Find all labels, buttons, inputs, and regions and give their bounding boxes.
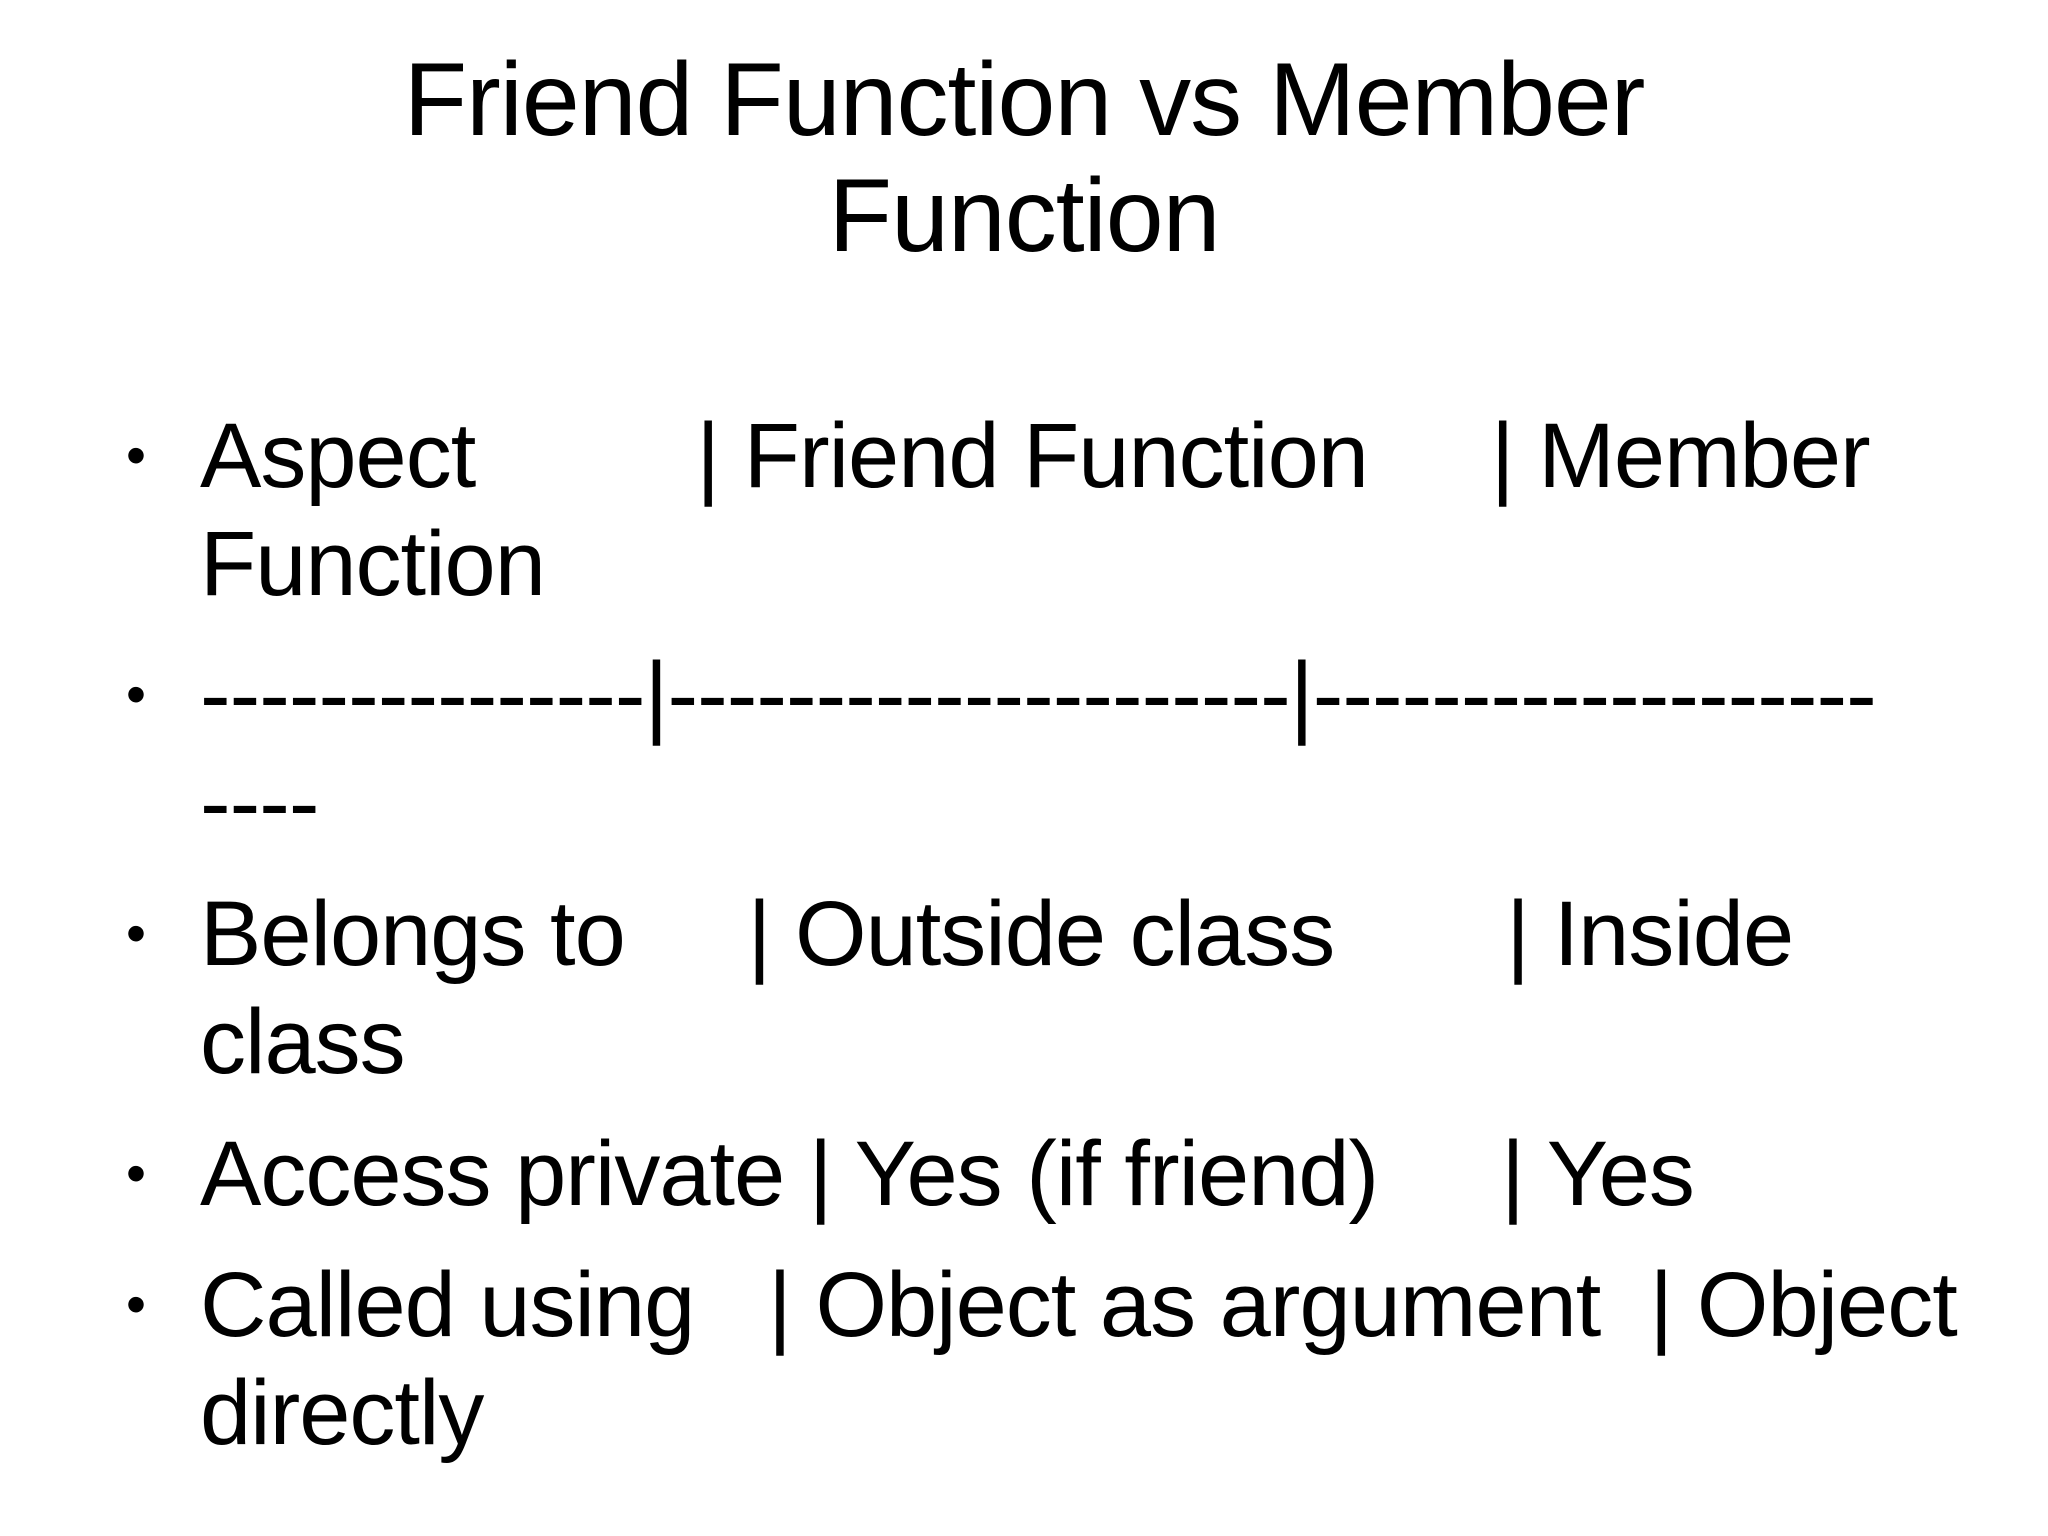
bullet-item: • Belongs to | Outside class | Inside cl… <box>126 881 2008 1096</box>
bullet-text: Aspect | Friend Function | Member Functi… <box>200 404 1871 615</box>
bullet-item: • ---------------|---------------------|… <box>126 642 2008 857</box>
bullet-item: • Called using | Object as argument | Ob… <box>126 1252 2008 1467</box>
bullet-item: • Access private | Yes (if friend) | Yes <box>126 1121 2008 1229</box>
slide-title: Friend Function vs Member Function <box>403 42 1646 275</box>
bullet-dot-icon: • <box>126 423 146 488</box>
bullet-text: ---------------|---------------------|--… <box>200 644 1877 854</box>
bullet-text: Called using | Object as argument | Obje… <box>200 1254 1958 1464</box>
bullet-text: Belongs to | Outside class | Inside clas… <box>200 883 1818 1094</box>
bullet-dot-icon: • <box>126 1273 146 1338</box>
bullet-dot-icon: • <box>126 902 146 967</box>
bullet-item: • Aspect | Friend Function | Member Func… <box>126 403 2008 618</box>
bullet-list: • Aspect | Friend Function | Member Func… <box>0 403 2048 1468</box>
bullet-dot-icon: • <box>126 1141 146 1206</box>
bullet-dot-icon: • <box>126 663 146 728</box>
bullet-text: Access private | Yes (if friend) | Yes <box>200 1122 1695 1225</box>
